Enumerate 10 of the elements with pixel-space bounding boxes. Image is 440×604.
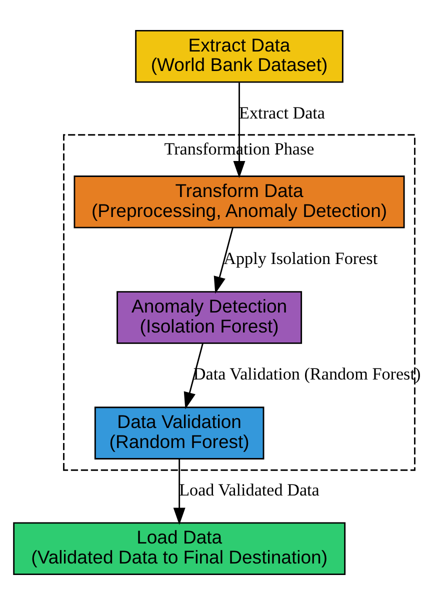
node-box: Anomaly Detection (Isolation Forest): [116, 290, 302, 344]
node-box: Load Data (Validated Data to Final Destination): [13, 522, 346, 574]
arrow: [214, 227, 234, 294]
arrow: [233, 82, 246, 178]
arrow: [173, 458, 186, 524]
node-box: Transform Data (Preprocessing, Anomaly Detection): [74, 175, 405, 228]
node-box: Extract Data (World Bank Dataset): [135, 30, 344, 82]
node-box: Data Validation (Random Forest): [94, 406, 264, 459]
arrow: [184, 342, 204, 409]
edge-label: Load Validated Data: [179, 480, 320, 499]
